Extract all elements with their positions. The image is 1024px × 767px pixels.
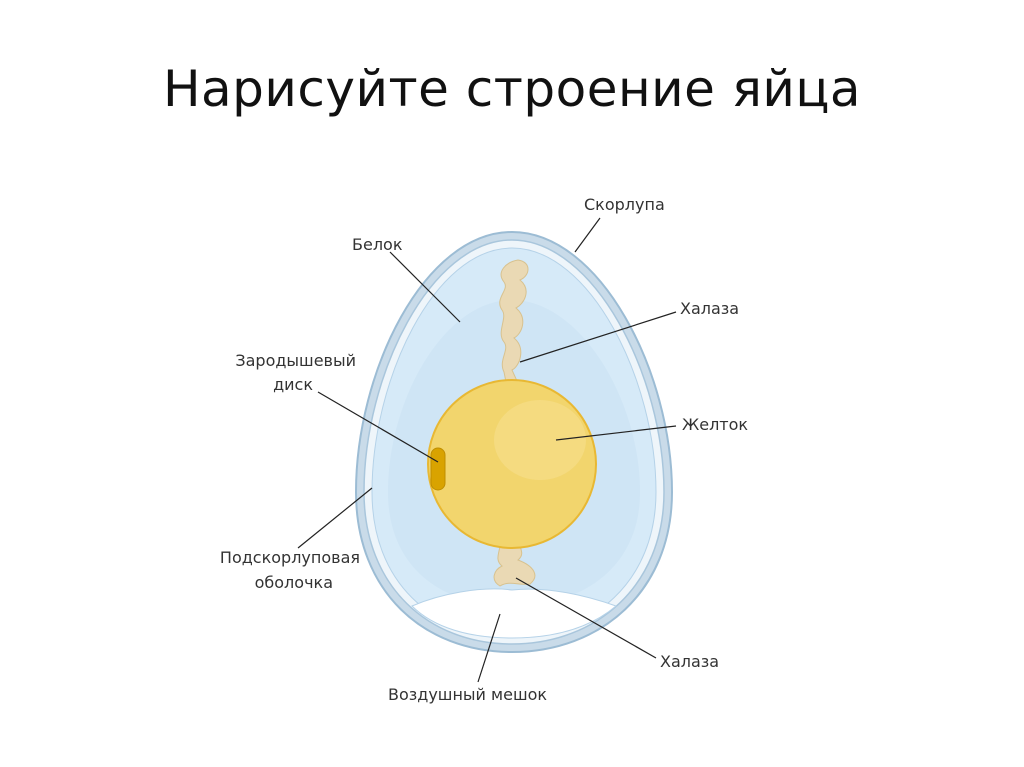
yolk-highlight xyxy=(494,400,586,480)
label-air-sac: Воздушный мешок xyxy=(388,685,547,704)
leader-yolk xyxy=(555,425,677,441)
slide-title: Нарисуйте строение яйца xyxy=(162,60,862,118)
label-chalaza-top: Халаза xyxy=(680,299,739,318)
label-membrane-line1: Подскорлуповая xyxy=(220,548,360,567)
leader-chalaza-bottom xyxy=(515,577,657,659)
leader-chalaza-top xyxy=(519,311,677,363)
label-shell: Скорлупа xyxy=(584,195,665,214)
leader-membrane xyxy=(297,487,373,549)
label-yolk: Желток xyxy=(682,415,748,434)
leader-germinal-disc xyxy=(317,391,439,463)
label-germinal-disc-line1: Зародышевый xyxy=(235,351,356,370)
air-sac xyxy=(411,588,617,639)
leader-shell xyxy=(574,217,601,253)
leader-air-sac xyxy=(477,613,501,683)
label-albumen: Белок xyxy=(352,235,403,254)
germinal-disc xyxy=(430,447,446,491)
label-chalaza-bottom: Халаза xyxy=(660,652,719,671)
label-membrane-line2: оболочка xyxy=(255,573,333,592)
label-germinal-disc-line2: диск xyxy=(273,375,313,394)
leader-albumen xyxy=(389,251,461,323)
